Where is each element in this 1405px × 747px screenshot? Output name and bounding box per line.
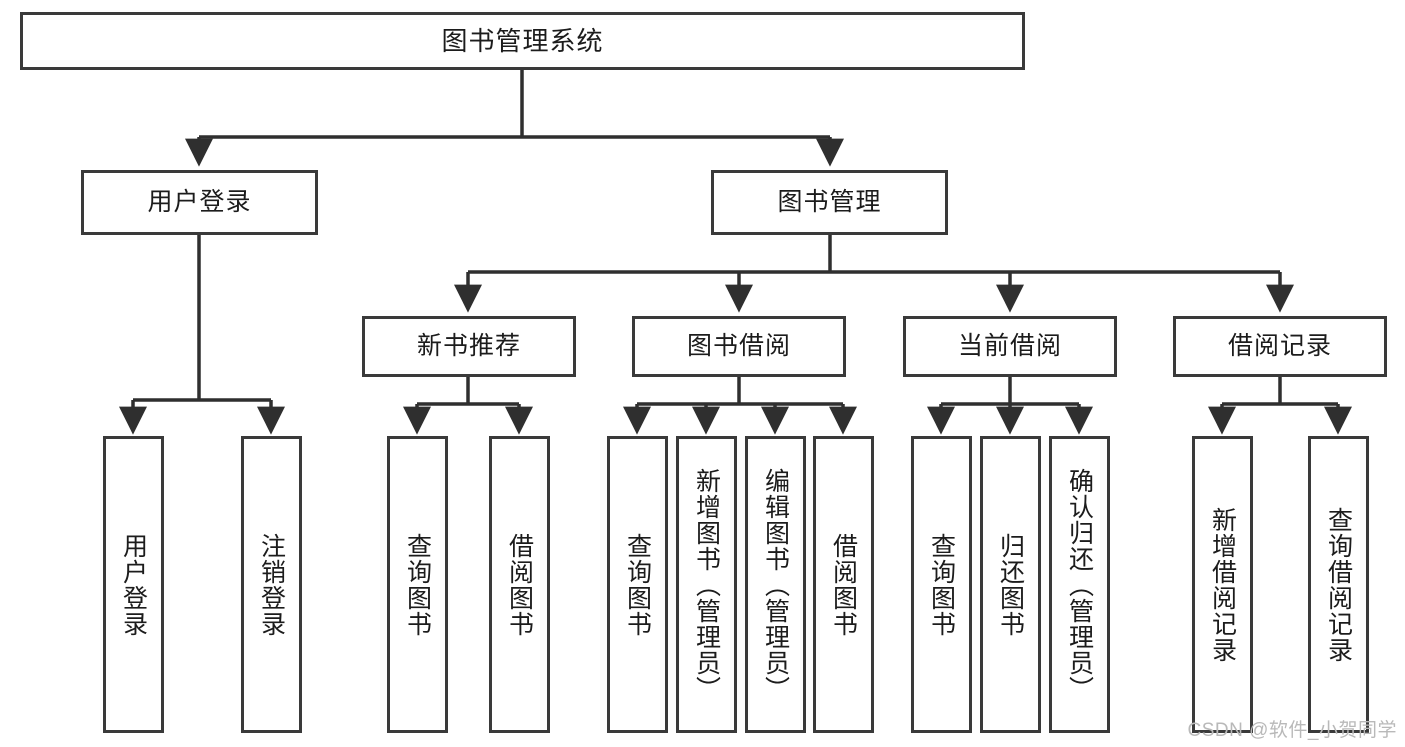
leaf-logout[interactable]: 注销登录 <box>241 436 302 733</box>
node-label: 确认归还（管理员） <box>1065 467 1094 702</box>
node-label: 图书借阅 <box>686 331 791 360</box>
node-label: 借阅记录 <box>1227 331 1332 360</box>
node-label: 查询借阅记录 <box>1324 506 1353 663</box>
node-label: 借阅图书 <box>829 532 858 637</box>
leaf-add-book-admin[interactable]: 新增图书（管理员） <box>676 436 737 733</box>
leaf-return-books[interactable]: 归还图书 <box>980 436 1041 733</box>
node-label: 查询图书 <box>927 532 956 637</box>
node-label: 用户登录 <box>147 187 252 216</box>
node-current-borrow[interactable]: 当前借阅 <box>903 316 1117 377</box>
node-label: 编辑图书（管理员） <box>761 467 790 702</box>
node-label: 当前借阅 <box>957 331 1062 360</box>
node-label: 图书管理系统 <box>441 25 604 56</box>
leaf-add-borrow-record[interactable]: 新增借阅记录 <box>1192 436 1253 733</box>
node-label: 借阅图书 <box>505 532 534 637</box>
node-label: 查询图书 <box>403 532 432 637</box>
leaf-user-login[interactable]: 用户登录 <box>103 436 164 733</box>
leaf-confirm-return-admin[interactable]: 确认归还（管理员） <box>1049 436 1110 733</box>
node-label: 查询图书 <box>623 532 652 637</box>
node-label: 新书推荐 <box>416 331 521 360</box>
node-book-management[interactable]: 图书管理 <box>711 170 948 235</box>
leaf-query-books-borrow[interactable]: 查询图书 <box>607 436 668 733</box>
node-label: 用户登录 <box>119 532 148 637</box>
node-label: 新增图书（管理员） <box>692 467 721 702</box>
leaf-query-books-current[interactable]: 查询图书 <box>911 436 972 733</box>
node-root-system[interactable]: 图书管理系统 <box>20 12 1025 70</box>
node-borrow-records[interactable]: 借阅记录 <box>1173 316 1387 377</box>
node-label: 注销登录 <box>257 532 286 637</box>
csdn-watermark: CSDN @软件_小贺同学 <box>1187 720 1397 741</box>
node-label: 图书管理 <box>777 187 882 216</box>
leaf-edit-book-admin[interactable]: 编辑图书（管理员） <box>745 436 806 733</box>
node-new-book-recommend[interactable]: 新书推荐 <box>362 316 576 377</box>
node-user-login[interactable]: 用户登录 <box>81 170 318 235</box>
leaf-query-books-recommend[interactable]: 查询图书 <box>387 436 448 733</box>
leaf-borrow-books[interactable]: 借阅图书 <box>813 436 874 733</box>
node-label: 归还图书 <box>996 532 1025 637</box>
node-book-borrow[interactable]: 图书借阅 <box>632 316 846 377</box>
node-label: 新增借阅记录 <box>1208 506 1237 663</box>
leaf-query-borrow-record[interactable]: 查询借阅记录 <box>1308 436 1369 733</box>
leaf-borrow-books-recommend[interactable]: 借阅图书 <box>489 436 550 733</box>
